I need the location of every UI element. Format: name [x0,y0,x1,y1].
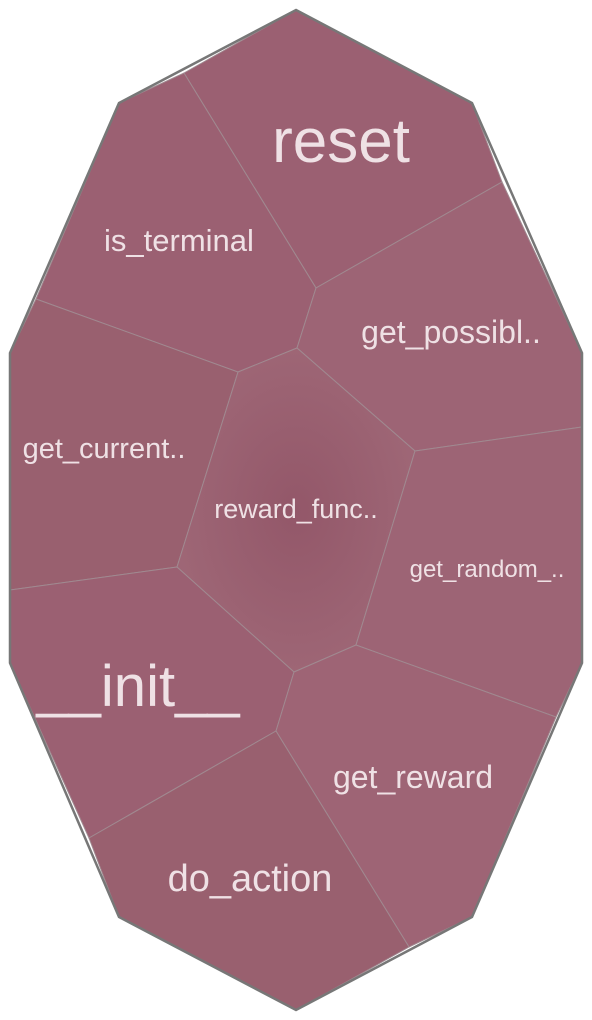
cell-label-is-terminal: is_terminal [104,223,254,258]
cell-get-random[interactable]: get_random_.. [355,426,583,718]
cell-reset[interactable]: reset [183,9,503,289]
cell-is-terminal[interactable]: is_terminal [35,72,317,373]
cell-get-reward[interactable]: get_reward [275,644,557,948]
cell-reward-func[interactable]: reward_func.. [176,347,416,673]
cell-label-get-random: get_random_.. [410,556,565,583]
cell-do-action[interactable]: do_action [88,730,410,1011]
cell-label-do-action: do_action [168,858,333,900]
cell-label-reward-func: reward_func.. [214,494,378,524]
cell-label-init: __init__ [35,654,240,719]
cell-init[interactable]: __init__ [9,566,295,839]
cell-label-reset: reset [272,107,410,176]
treemap-outline [8,8,584,1012]
cell-label-get-possibl: get_possibl.. [361,314,541,350]
cell-label-get-reward: get_reward [333,759,493,795]
cell-label-get-current: get_current.. [23,433,186,465]
